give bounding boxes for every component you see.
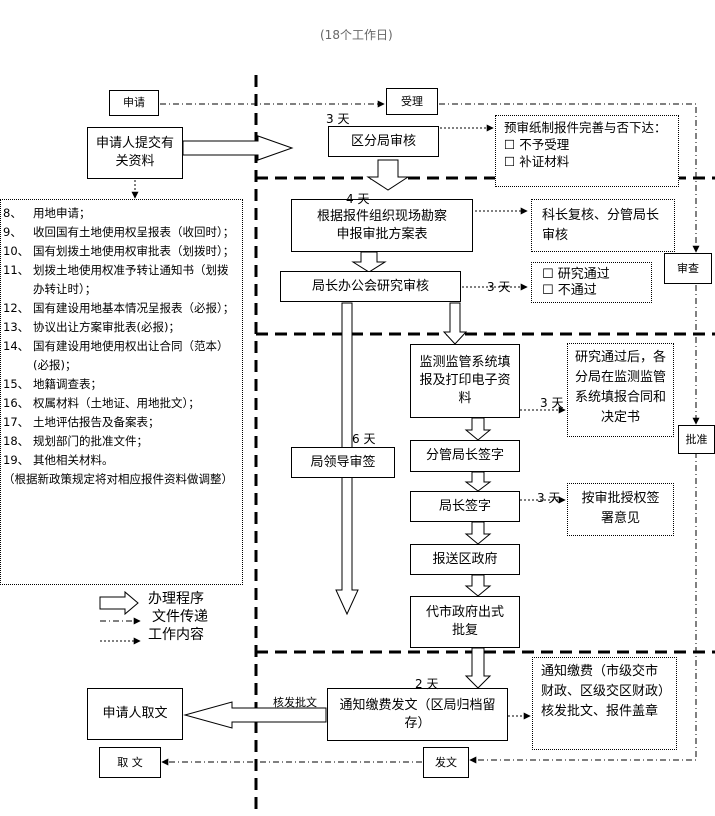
box-district-review: 区分局审核 [328,126,439,157]
document-item-text: 地籍调查表； [33,377,102,391]
note-section-review: 科长复核、分管局长审核 [531,199,675,252]
box-accept: 受理 [386,88,438,115]
box-approve: 批准 [678,425,715,454]
box-applicant-collect: 申请人取文 [87,688,183,740]
note-meeting-opt2: ☐ 不通过 [542,283,597,298]
document-item-text: 规划部门的批准文件； [33,434,148,448]
arrow-survey-meeting [351,251,387,273]
box-site-survey: 根据报件组织现场勘察申报审批方案表 [291,199,473,252]
document-item: 13、协议出让方案审批表(必报)； [3,318,236,337]
document-item-number: 17、 [3,415,30,429]
document-item-text: 国有建设用地使用权出让合同（范本）(必报)； [33,339,229,372]
required-documents-list: 8、用地申请；9、收回国有土地使用权呈报表（收回时）；10、国有划拨土地使用权审… [0,199,243,585]
arrow-district-survey [366,159,410,191]
legend-block-arrow [99,590,139,616]
note-authorization: 按审批授权签署意见 [567,483,674,536]
box-applicant-submit: 申请人提交有关资料 [87,127,183,179]
document-item-text: 权属材料（土地证、用地批文）； [33,396,200,410]
legend-procedure: 办理程序 [148,591,204,607]
day-director: 3 天 [537,491,561,505]
document-item-number: 19、 [3,453,30,467]
box-collect: 取 文 [99,747,161,778]
document-item: 8、用地申请； [3,204,236,223]
document-item: 11、划拨土地使用权准予转让通知书（划拨办转让时）； [3,261,236,299]
arrow-notify-collect [183,701,327,729]
document-item-number: 13、 [3,320,30,334]
note-pre-review-title: 预审纸制报件完善与否下达： [504,120,667,135]
days-total: (18个工作日) [320,28,393,42]
box-report-district-gov: 报送区政府 [410,544,520,575]
document-item-text: 划拨土地使用权准予转让通知书（划拨办转让时）； [33,263,229,296]
note-meeting-opt1: ☐ 研究通过 [542,267,610,282]
document-item: 10、国有划拨土地使用权审批表（划拨时）； [3,242,236,261]
document-item: 14、国有建设用地使用权出让合同（范本）(必报)； [3,337,236,375]
box-director-sign: 局长签字 [410,491,520,522]
arrow-submit [182,135,294,161]
document-item-text: 用地申请； [33,206,91,220]
document-item: 19、其他相关材料。 [3,451,236,470]
document-item-text: 土地评估报告及备案表； [33,415,160,429]
box-issue: 发文 [423,747,469,778]
box-apply: 申请 [109,90,159,116]
box-notify-fee: 通知缴费发文（区局归档留存） [327,688,508,741]
document-item-number: 18、 [3,434,30,448]
document-item: 12、国有建设用地基本情况呈报表（必报）； [3,299,236,318]
legend-transfer: 文件传递 [152,609,208,625]
day-monitor: 3 天 [540,396,564,410]
arrow-meeting-monitor [442,302,468,345]
note-fee-notice: 通知缴费（市级交市财政、区级交区财政）核发批文、报件盖章 [532,657,677,750]
day-survey: 4 天 [346,192,370,206]
document-item-number: 9、 [3,225,22,239]
box-monitoring-system: 监测监管系统填报及打印电子资料 [410,344,520,418]
note-pre-review: 预审纸制报件完善与否下达： ☐ 不予受理 ☐ 补证材料 [495,115,679,187]
note-meeting-result: ☐ 研究通过 ☐ 不通过 [531,262,652,303]
document-item-text: 协议出让方案审批表(必报)； [33,320,180,334]
legend: 办理程序 文件传递 工作内容 [148,590,208,644]
box-deputy-sign: 分管局长签字 [410,440,520,472]
document-item-number: 14、 [3,339,30,353]
document-item: 18、规划部门的批准文件； [3,432,236,451]
note-after-pass: 研究通过后，各分局在监测监管系统填报合同和决定书 [567,343,674,437]
legend-content: 工作内容 [148,627,204,643]
document-item-number: 15、 [3,377,30,391]
document-item: 16、权属材料（土地证、用地批文）； [3,394,236,413]
document-item-text: 收回国有土地使用权呈报表（收回时）； [33,225,235,239]
document-item: 17、土地评估报告及备案表； [3,413,236,432]
document-item-number: 10、 [3,244,30,258]
day-leader: 6 天 [352,432,376,446]
note-pre-review-opt2: ☐ 补证材料 [504,154,570,169]
note-pre-review-opt1: ☐ 不予受理 [504,137,570,152]
box-leader-sign: 局领导审签 [291,447,395,478]
document-item: 15、地籍调查表； [3,375,236,394]
day-notify: 2 天 [415,677,439,691]
box-review: 审查 [664,253,712,284]
document-item-number: 16、 [3,396,30,410]
document-item-number: 12、 [3,301,30,315]
day-meeting: 3 天 [487,280,511,294]
document-item-text: 国有划拨土地使用权审批表（划拨时）； [33,244,235,258]
documents-note: （根据新政策规定将对相应报件资料做调整） [3,472,233,486]
document-item: 9、收回国有土地使用权呈报表（收回时）； [3,223,236,242]
box-city-gov-approval: 代市政府出式批复 [410,596,520,648]
day-accept: 3 天 [326,112,350,126]
document-item-text: 国有建设用地基本情况呈报表（必报）； [33,301,235,315]
document-item-number: 11、 [3,263,30,277]
document-item-text: 其他相关材料。 [33,453,114,467]
label-issue-approval: 核发批文 [273,696,317,709]
document-item-number: 8、 [3,206,22,220]
box-director-meeting: 局长办公会研究审核 [280,271,461,302]
